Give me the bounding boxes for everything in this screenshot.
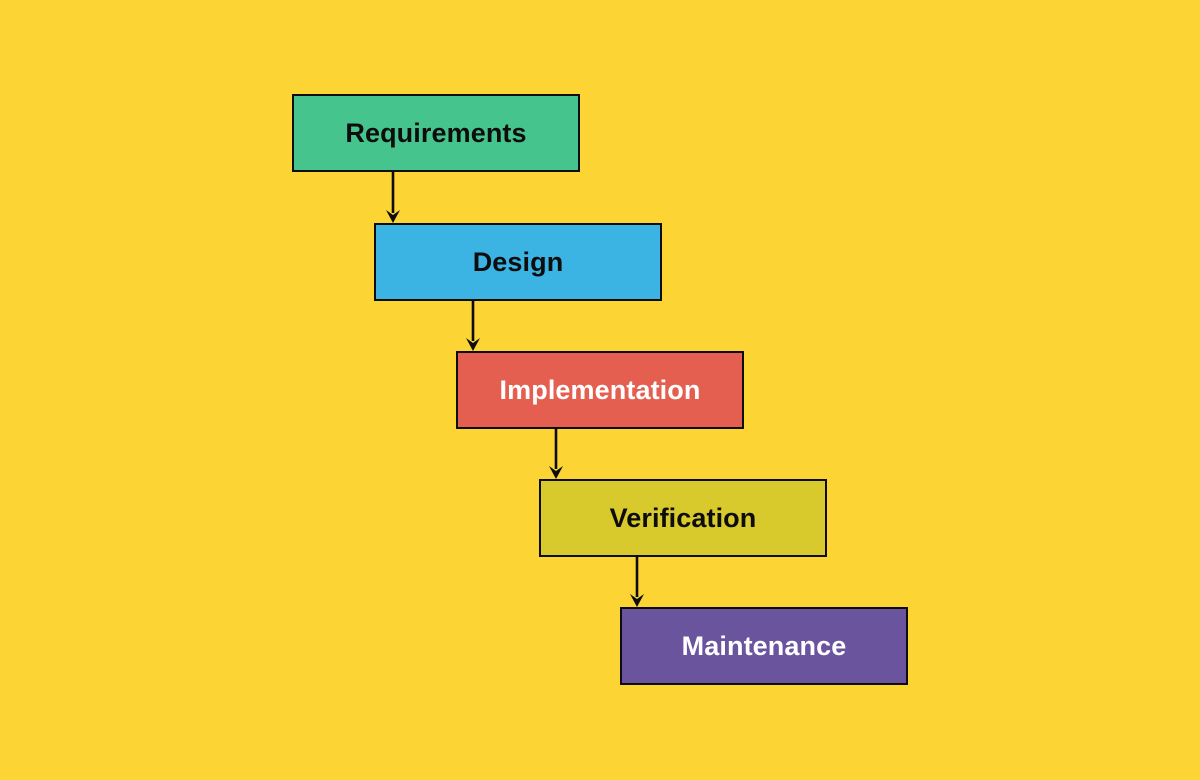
stage-box-design[interactable]: Design [374,223,662,301]
connector-arrowhead [466,338,480,351]
stage-label: Maintenance [681,630,847,661]
stage-label: Implementation [499,374,701,405]
connector-arrowhead [630,594,644,607]
stage-box-verification[interactable]: Verification [539,479,827,557]
stage-box-requirements[interactable]: Requirements [292,94,580,172]
stage-label: Verification [609,502,757,533]
connector-arrowhead [549,466,563,479]
stage-box-maintenance[interactable]: Maintenance [620,607,908,685]
connector-arrow-verification-to-maintenance [630,557,644,607]
connector-arrowhead [386,210,400,223]
stage-box-implementation[interactable]: Implementation [456,351,744,429]
stage-label: Design [472,246,564,277]
stage-label: Requirements [345,117,527,148]
connector-arrow-requirements-to-design [386,172,400,223]
connector-arrow-implementation-to-verification [549,429,563,479]
connector-arrow-design-to-implementation [466,301,480,351]
